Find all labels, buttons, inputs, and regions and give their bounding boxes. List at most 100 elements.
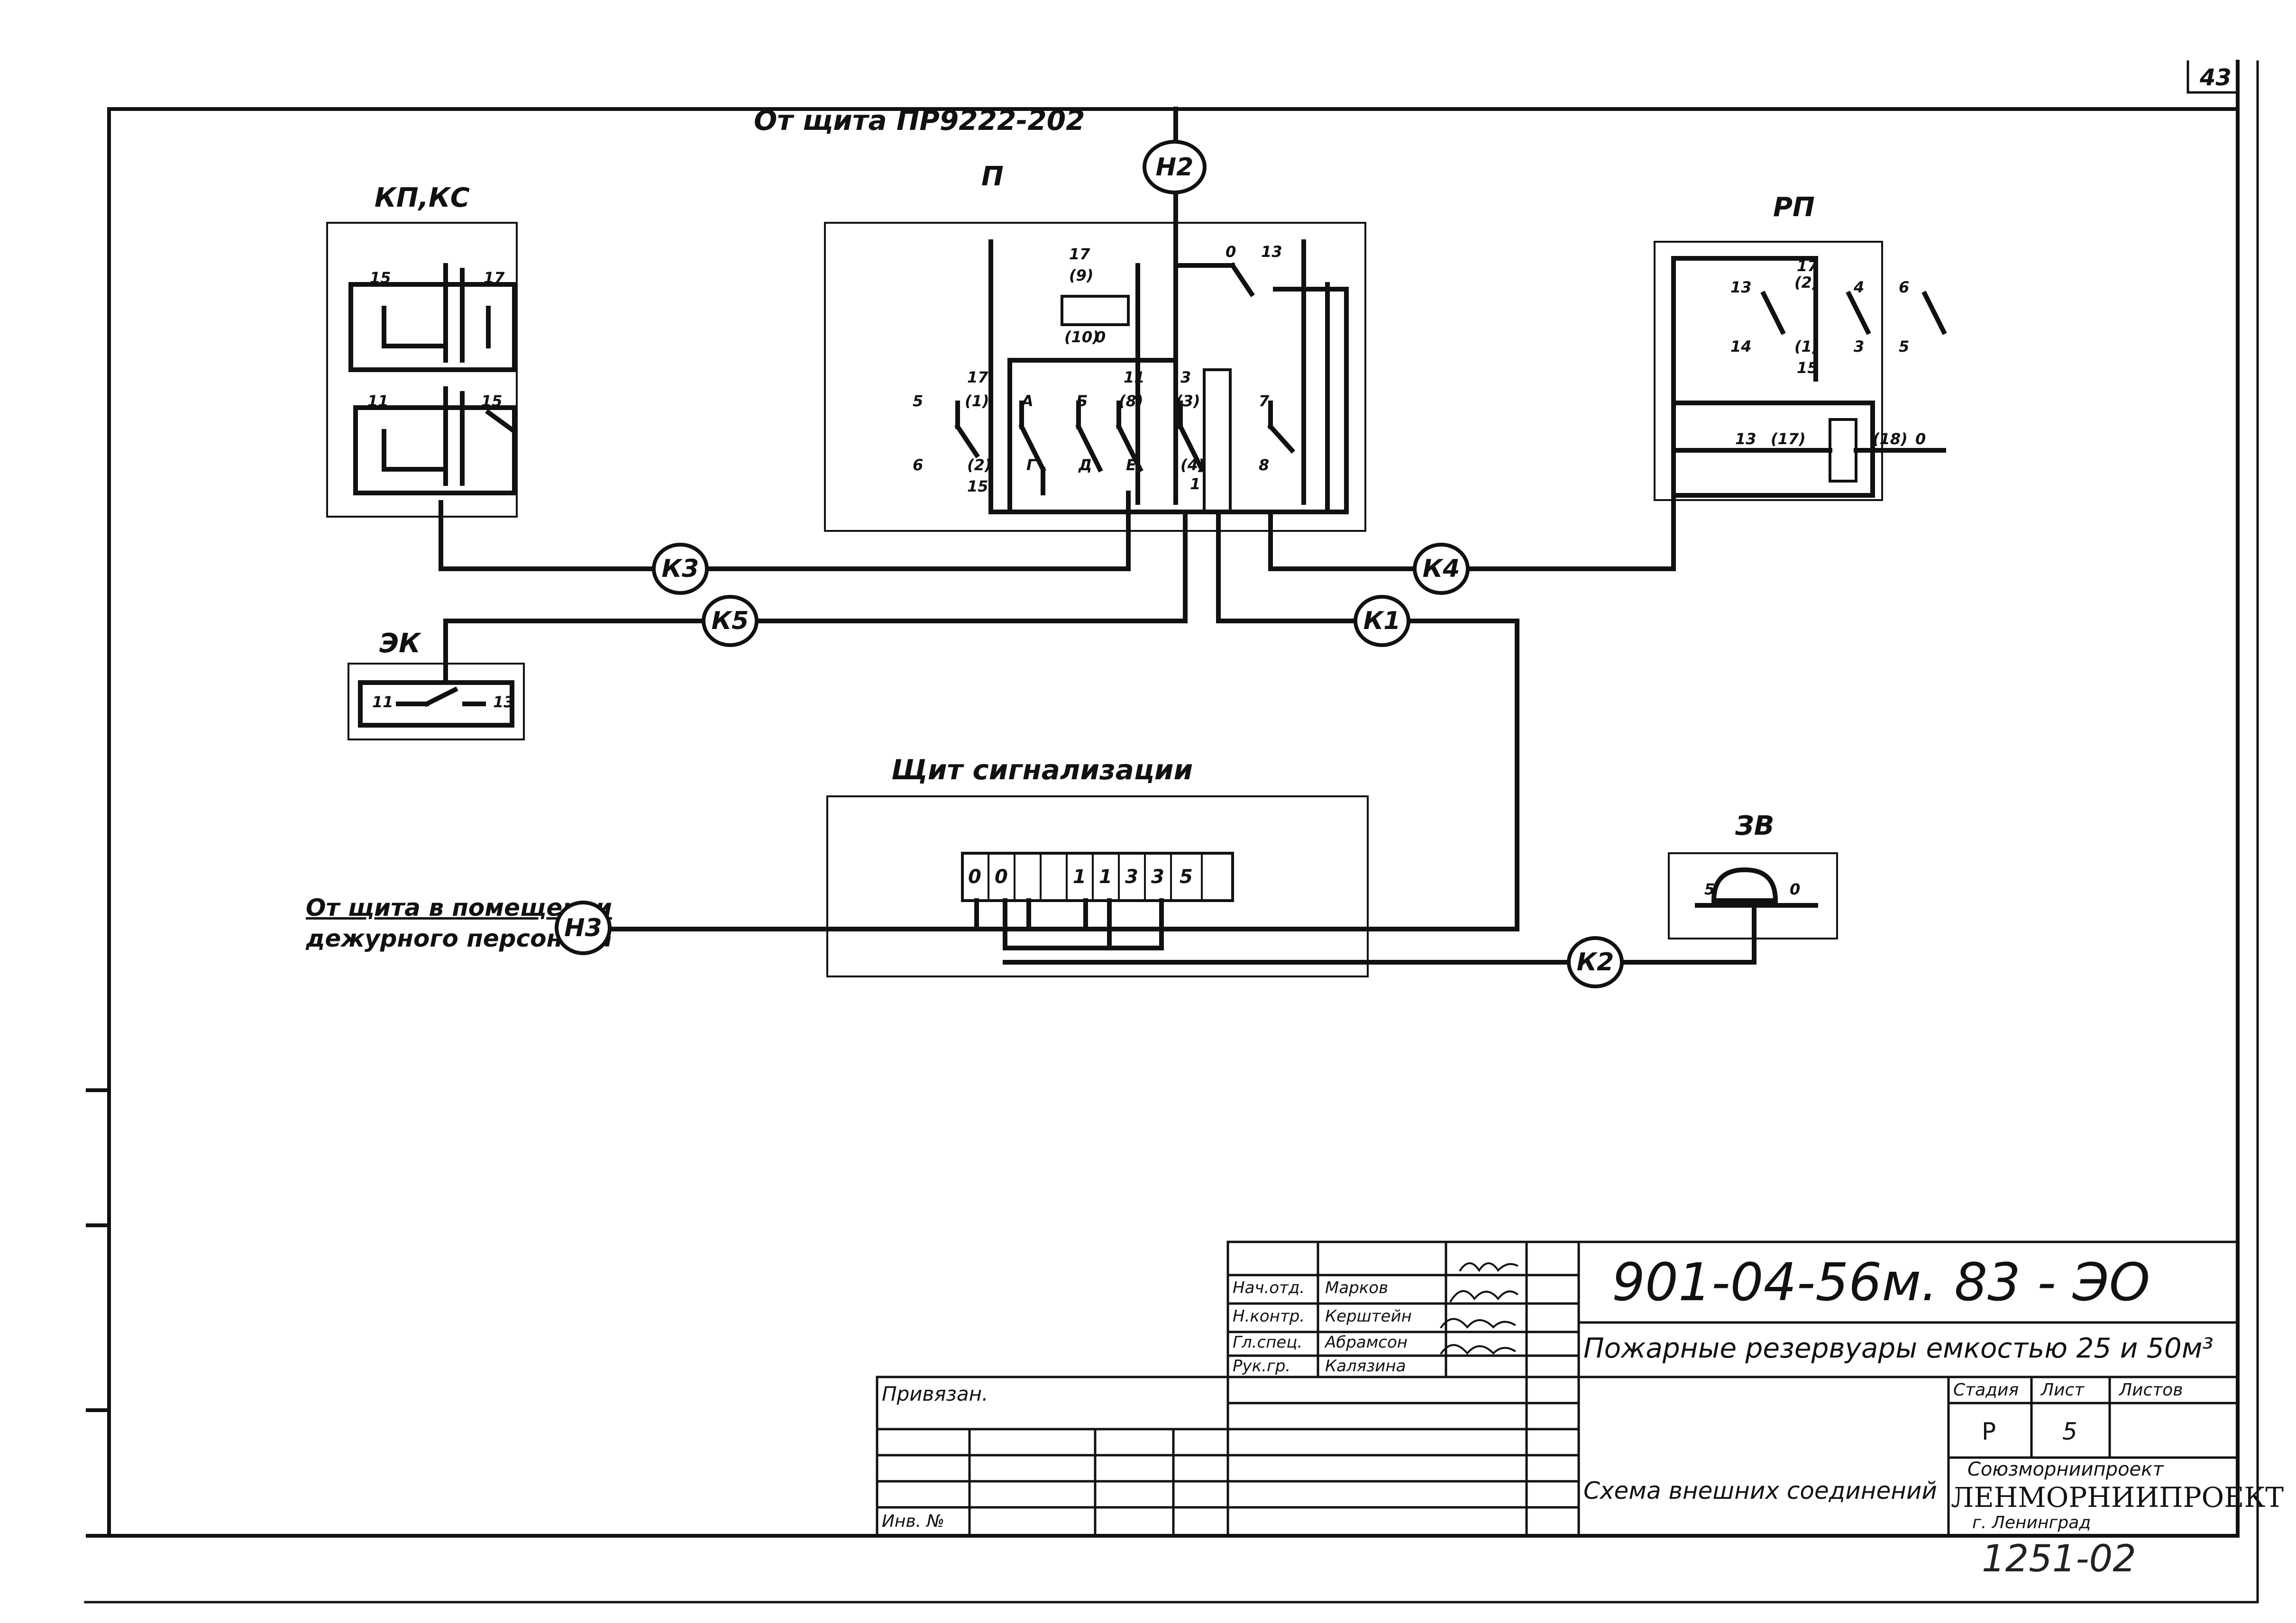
signer-name: Абрамсон xyxy=(1325,1333,1408,1352)
signatures xyxy=(1440,1262,1518,1355)
signer-role: Нач.отд. xyxy=(1233,1278,1305,1297)
sheets-header: Листов xyxy=(2119,1380,2183,1400)
org-parent: Союзморниипроект xyxy=(1967,1459,2164,1480)
p-terminal: 17 xyxy=(967,368,988,386)
cable-marker-h3: Н3 xyxy=(555,901,612,955)
p-terminal: (9) xyxy=(1069,266,1094,284)
p-terminal: Б xyxy=(1076,392,1088,410)
signal-terminal: 1 xyxy=(1099,866,1112,888)
ek-terminal: 13 xyxy=(493,693,514,711)
signal-terminal: 0 xyxy=(968,866,981,888)
drawing-frame xyxy=(84,60,2259,1604)
cable-marker-k2: К2 xyxy=(1567,936,1624,988)
p-terminal: 5 xyxy=(913,392,924,410)
p-terminal: (2) xyxy=(967,456,992,474)
p-terminal: 15 xyxy=(967,477,988,495)
kp-terminal: 17 xyxy=(484,269,505,287)
signer-role: Гл.спец. xyxy=(1233,1333,1303,1352)
project-title: Пожарные резервуары емкостью 25 и 50м³ xyxy=(1583,1332,2214,1364)
cable-marker-k3: К3 xyxy=(652,543,709,595)
p-terminal: (4) xyxy=(1180,456,1205,474)
sheet-value: 5 xyxy=(2062,1418,2077,1445)
p-terminal: Г xyxy=(1026,456,1036,474)
rp-coil-terminal: 0 xyxy=(1915,430,1926,448)
rp-terminal: 14 xyxy=(1730,337,1752,356)
zv-label: ЗВ xyxy=(1735,811,1775,841)
rp-terminal: 3 xyxy=(1854,337,1865,356)
cable-runs xyxy=(439,107,1756,965)
p-terminal: Д xyxy=(1079,456,1092,474)
rp-terminal: (1) xyxy=(1794,337,1819,356)
kp-ks-label: КП,КС xyxy=(375,182,470,213)
rp-terminal: (2) xyxy=(1794,274,1819,292)
document-code: 901-04-56м. 83 - ЭО xyxy=(1612,1252,2150,1313)
cable-marker-k1: К1 xyxy=(1354,595,1410,647)
signer-name: Калязина xyxy=(1325,1357,1406,1376)
ek-label: ЭК xyxy=(379,628,421,659)
p-terminal: 11 xyxy=(1124,368,1145,386)
cable-marker-h2: Н2 xyxy=(1143,140,1207,194)
signer-name: Керштейн xyxy=(1325,1307,1412,1326)
ek-box xyxy=(348,663,525,740)
p-terminal: 6 xyxy=(913,456,924,474)
p-terminal: 0 xyxy=(1095,328,1106,346)
p-terminal: (1) xyxy=(965,392,989,410)
signal-terminal: 3 xyxy=(1125,866,1138,888)
p-terminal: А xyxy=(1022,392,1034,410)
top-source-label: От щита ПР9222-202 xyxy=(754,104,1085,137)
kp-terminal: 15 xyxy=(370,269,391,287)
signal-terminal: 1 xyxy=(1073,866,1086,888)
enclosure-boxes xyxy=(326,222,1883,977)
signal-terminal: 3 xyxy=(1151,866,1164,888)
p-terminal: 0 xyxy=(1226,243,1236,261)
rp-terminal: 13 xyxy=(1730,278,1752,296)
rp-terminal: 4 xyxy=(1854,278,1865,296)
linked-label: Привязан. xyxy=(882,1382,988,1405)
p-box xyxy=(824,222,1366,532)
org-name: ЛЕНМОРНИИПРОЕКТ xyxy=(1951,1481,2284,1514)
rp-terminal: 6 xyxy=(1899,278,1910,296)
ek-terminal: 11 xyxy=(372,693,393,711)
signal-panel-label: Щит сигнализации xyxy=(891,754,1193,786)
p-terminal: Е xyxy=(1126,456,1136,474)
p-terminal: (8) xyxy=(1119,392,1143,410)
rp-label: РП xyxy=(1773,192,1815,223)
inventory-label: Инв. № xyxy=(882,1512,945,1531)
kp-terminal: 11 xyxy=(367,392,389,410)
zv-terminal: 5 xyxy=(1704,880,1715,898)
p-terminal: 3 xyxy=(1180,368,1191,386)
signal-terminal: 5 xyxy=(1180,866,1193,888)
sheet-header: Лист xyxy=(2041,1380,2085,1400)
page-number: 43 xyxy=(2200,64,2232,91)
signal-terminal: 0 xyxy=(995,866,1008,888)
p-terminal: (3) xyxy=(1176,392,1200,410)
kp-terminal: 15 xyxy=(481,392,503,410)
signal-panel-box xyxy=(826,795,1369,977)
rp-coil-terminal: (18) xyxy=(1873,430,1908,448)
stage-value: Р xyxy=(1982,1418,1996,1445)
p-terminal: 13 xyxy=(1261,243,1282,261)
stage-header: Стадия xyxy=(1953,1380,2019,1400)
title-block-grid xyxy=(876,1240,2239,1537)
sheet-title: Схема внешних соединений xyxy=(1583,1477,1937,1504)
cable-marker-k4: К4 xyxy=(1413,543,1470,595)
component-internals xyxy=(348,239,1947,950)
p-terminal: (10) xyxy=(1064,328,1099,346)
zv-terminal: 0 xyxy=(1790,880,1801,898)
p-terminal: 17 xyxy=(1069,245,1090,263)
rp-terminal: 17 xyxy=(1797,257,1818,275)
rp-terminal: 15 xyxy=(1797,359,1818,377)
signer-role: Рук.гр. xyxy=(1233,1357,1291,1376)
rp-terminal: 5 xyxy=(1899,337,1910,356)
signer-role: Н.контр. xyxy=(1233,1307,1305,1326)
org-city: г. Ленинград xyxy=(1972,1513,2091,1532)
p-terminal: 8 xyxy=(1259,456,1270,474)
rp-box xyxy=(1654,241,1883,501)
cable-marker-k5: К5 xyxy=(702,595,759,647)
rp-coil-terminal: 13 xyxy=(1735,430,1756,448)
p-terminal: 7 xyxy=(1259,392,1270,410)
archive-number: 1251-02 xyxy=(1982,1538,2136,1580)
rp-coil-terminal: (17) xyxy=(1771,430,1806,448)
p-label: П xyxy=(981,161,1004,192)
